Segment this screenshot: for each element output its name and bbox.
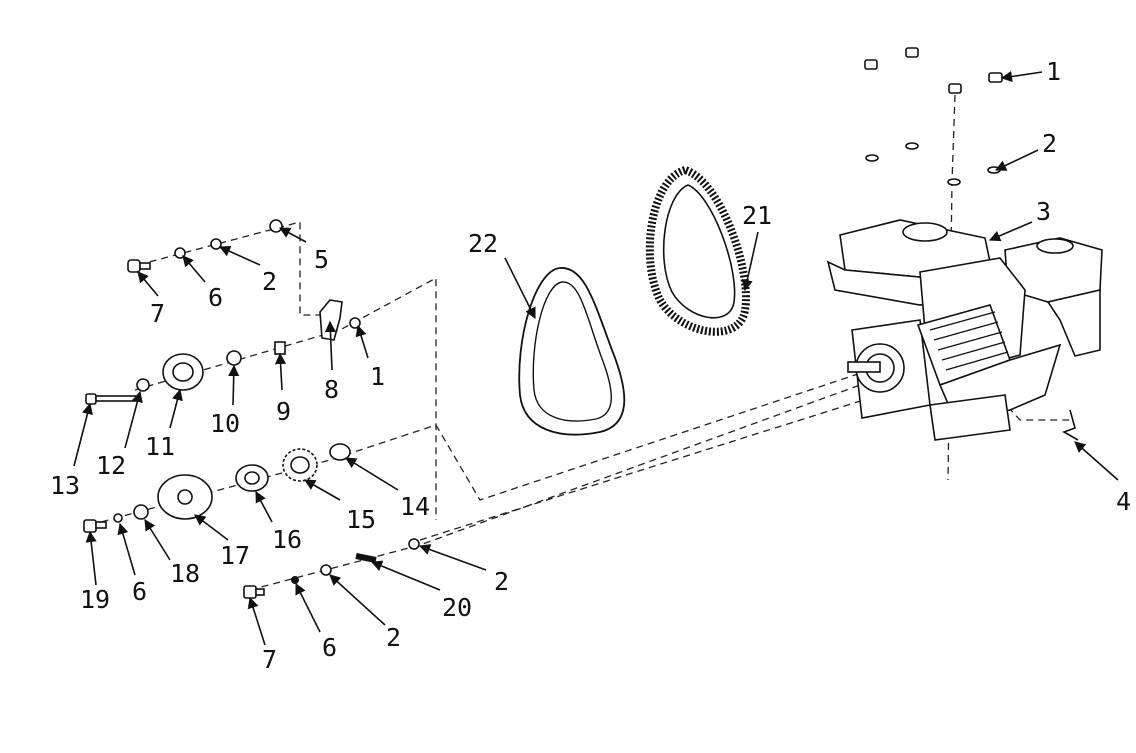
- callout-13: 13: [50, 471, 80, 500]
- bolt: [243, 585, 265, 599]
- callout-4: 4: [1116, 487, 1131, 516]
- hex-nut: [864, 47, 1003, 94]
- bolt: [83, 519, 107, 533]
- callout-22: 22: [468, 229, 498, 258]
- retaining-ring: [329, 443, 351, 461]
- callout-2: 2: [494, 567, 509, 596]
- engine: [826, 219, 1103, 441]
- callout-1: 1: [1046, 57, 1061, 86]
- callout-11: 11: [145, 432, 175, 461]
- bushing: [274, 341, 286, 355]
- spacer: [226, 350, 242, 366]
- callout-3: 3: [1036, 197, 1051, 226]
- callout-1: 1: [370, 362, 385, 391]
- key: [355, 553, 377, 563]
- callout-2: 2: [1042, 129, 1057, 158]
- lock-washer: [291, 576, 299, 584]
- lock-washer: [113, 513, 123, 523]
- hex-nut: [269, 219, 283, 233]
- washer: [865, 142, 1001, 186]
- gear: [282, 448, 318, 482]
- callout-labels: 1 2 3 4 5 2 6 7 8 1 9 10 11 12 13 14 15 …: [50, 57, 1131, 674]
- bolt: [85, 393, 137, 405]
- callout-21: 21: [742, 201, 772, 230]
- hairpin-clip: [1062, 409, 1079, 441]
- v-belt: [518, 267, 626, 436]
- toothed-belt: [645, 165, 750, 336]
- leader-lines: [73, 70, 1119, 646]
- callout-6: 6: [208, 283, 223, 312]
- callout-17: 17: [220, 541, 250, 570]
- callout-15: 15: [346, 505, 376, 534]
- pulley-hub: [235, 464, 269, 492]
- washer: [210, 238, 222, 250]
- bolt: [127, 259, 151, 273]
- callout-19: 19: [80, 585, 110, 614]
- callout-7: 7: [262, 645, 277, 674]
- callout-12: 12: [96, 451, 126, 480]
- callout-14: 14: [400, 492, 430, 521]
- callout-5: 5: [314, 245, 329, 274]
- washer: [133, 504, 149, 520]
- callout-18: 18: [170, 559, 200, 588]
- callout-9: 9: [276, 397, 291, 426]
- callout-2: 2: [386, 623, 401, 652]
- washer: [136, 378, 150, 392]
- callout-6: 6: [132, 577, 147, 606]
- callout-20: 20: [442, 593, 472, 622]
- callout-7: 7: [150, 299, 165, 328]
- washer: [320, 564, 332, 576]
- callout-16: 16: [272, 525, 302, 554]
- callout-2: 2: [262, 267, 277, 296]
- callout-6: 6: [322, 633, 337, 662]
- drive-pulley: [157, 474, 213, 520]
- idler-pulley: [162, 353, 204, 391]
- washer: [408, 538, 420, 550]
- callout-8: 8: [324, 375, 339, 404]
- callout-10: 10: [210, 409, 240, 438]
